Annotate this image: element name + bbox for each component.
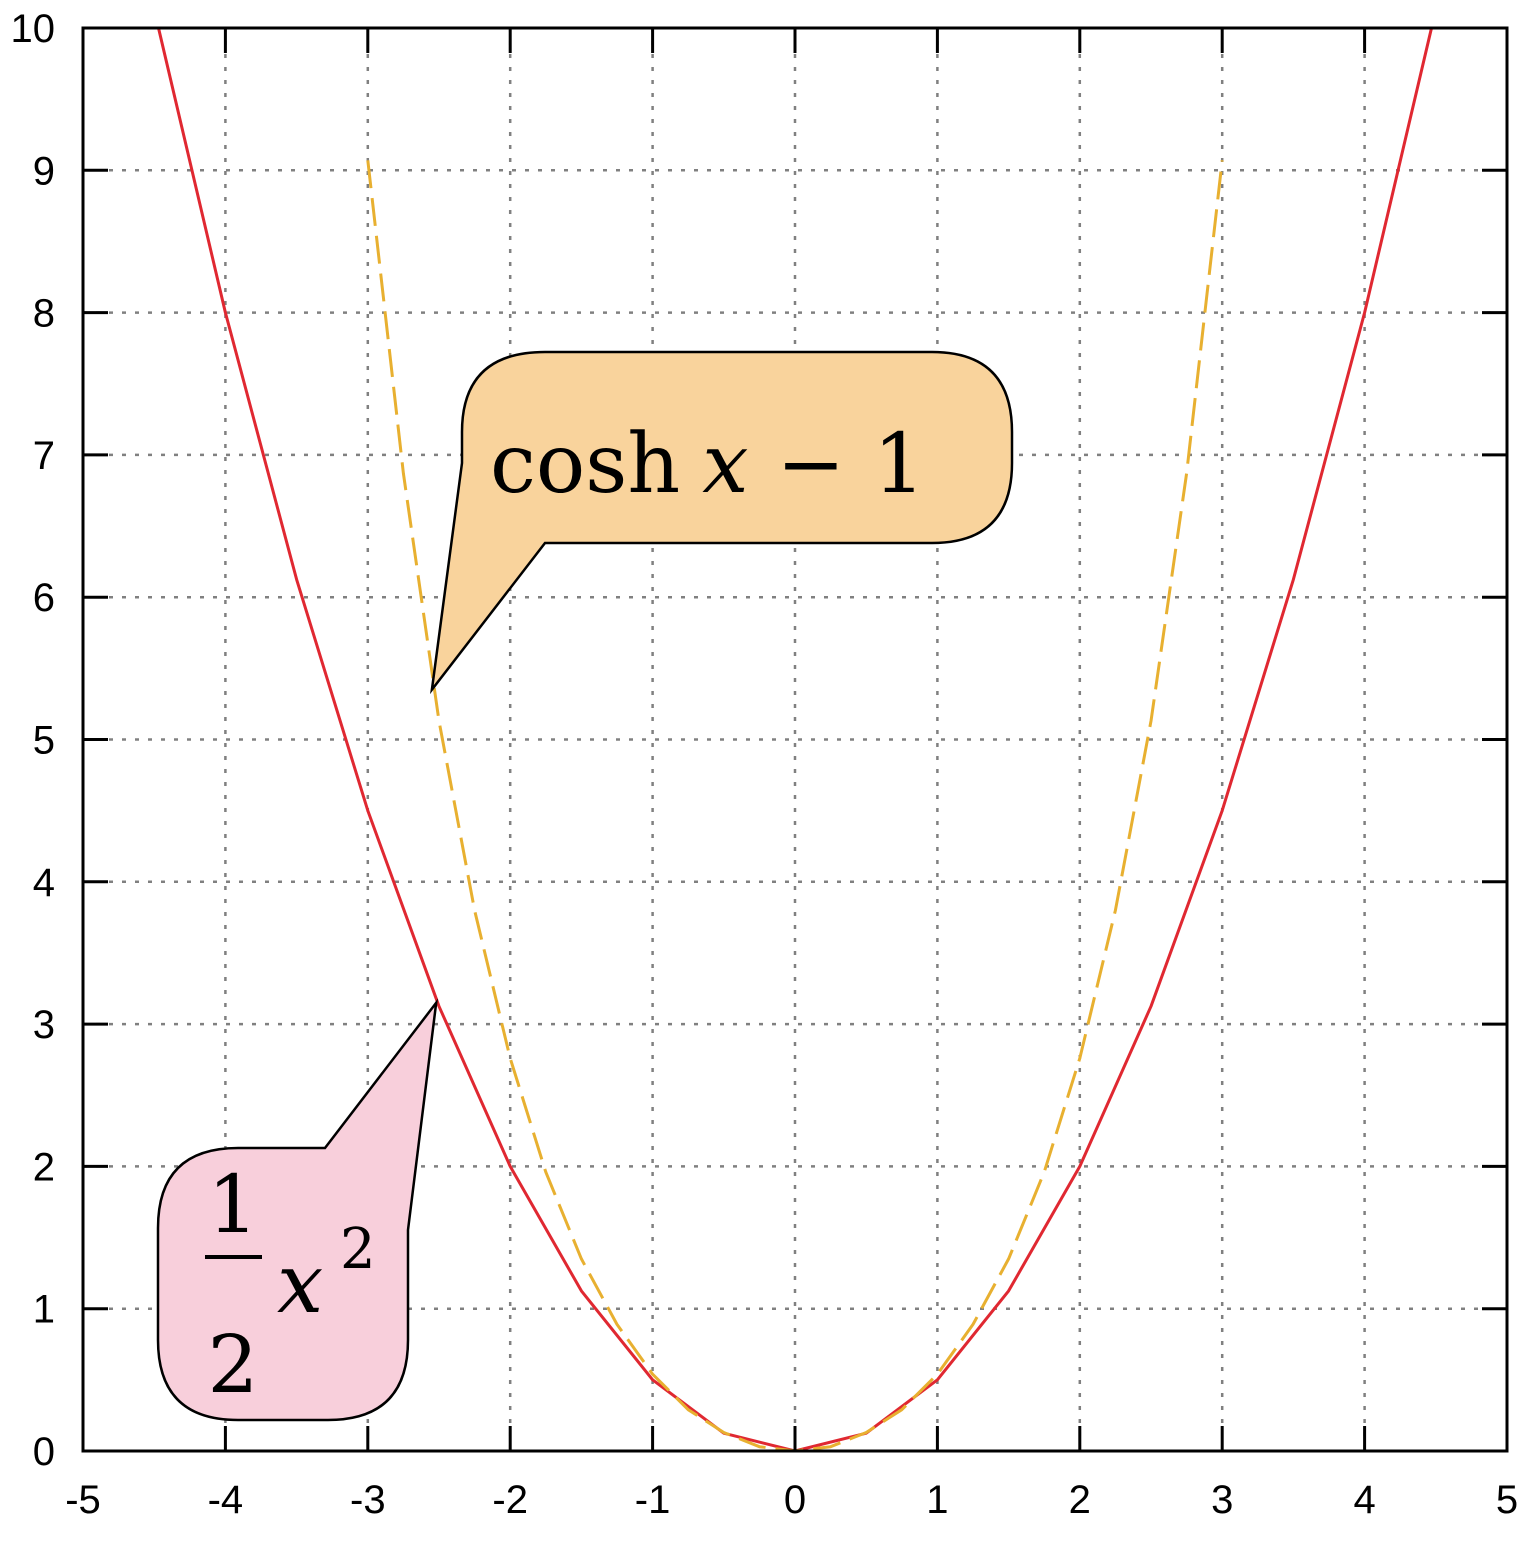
y-tick-label: 5 bbox=[33, 719, 55, 763]
y-tick-label: 7 bbox=[33, 434, 55, 478]
x-tick-label: 5 bbox=[1496, 1478, 1518, 1522]
fraction-denominator: 2 bbox=[208, 1318, 259, 1411]
x-tick-label: -4 bbox=[208, 1478, 244, 1522]
x-tick-label: -3 bbox=[350, 1478, 386, 1522]
y-tick-label: 3 bbox=[33, 1003, 55, 1047]
x-tick-label: -5 bbox=[65, 1478, 101, 1522]
x-tick-label: -2 bbox=[492, 1478, 528, 1522]
cosh-callout-bubble bbox=[430, 350, 1014, 695]
x-tick-label: 3 bbox=[1211, 1478, 1233, 1522]
half-x2-callout: 1 2 x 2 bbox=[156, 998, 439, 1422]
y-tick-label: 8 bbox=[33, 292, 55, 336]
x-tick-label: 4 bbox=[1353, 1478, 1375, 1522]
half-x2-callout-bubble bbox=[156, 998, 439, 1422]
exponent: 2 bbox=[340, 1217, 376, 1282]
x-tick-label: -1 bbox=[635, 1478, 671, 1522]
x-tick-label: 1 bbox=[926, 1478, 948, 1522]
tick-labels: -5 -4 -3 -2 -1 0 1 2 3 4 5 0 1 2 3 4 5 6 7 8 9 10 bbox=[11, 7, 1519, 1522]
cosh-one: 1 bbox=[873, 417, 925, 512]
fraction-numerator: 1 bbox=[208, 1158, 259, 1251]
y-tick-label: 6 bbox=[33, 576, 55, 620]
y-tick-label: 0 bbox=[33, 1430, 55, 1474]
cosh-fn: cosh bbox=[490, 417, 680, 512]
y-tick-label: 4 bbox=[33, 861, 55, 905]
cosh-var: x bbox=[702, 417, 748, 512]
y-tick-label: 1 bbox=[33, 1288, 55, 1332]
x-tick-label: 2 bbox=[1069, 1478, 1091, 1522]
y-tick-label: 10 bbox=[11, 7, 56, 51]
x-tick-label: 0 bbox=[784, 1478, 806, 1522]
ticks bbox=[83, 28, 1507, 1451]
cosh-minus: − bbox=[776, 417, 845, 512]
y-tick-label: 2 bbox=[33, 1145, 55, 1189]
y-tick-label: 9 bbox=[33, 149, 55, 193]
variable-x: x bbox=[277, 1237, 323, 1332]
